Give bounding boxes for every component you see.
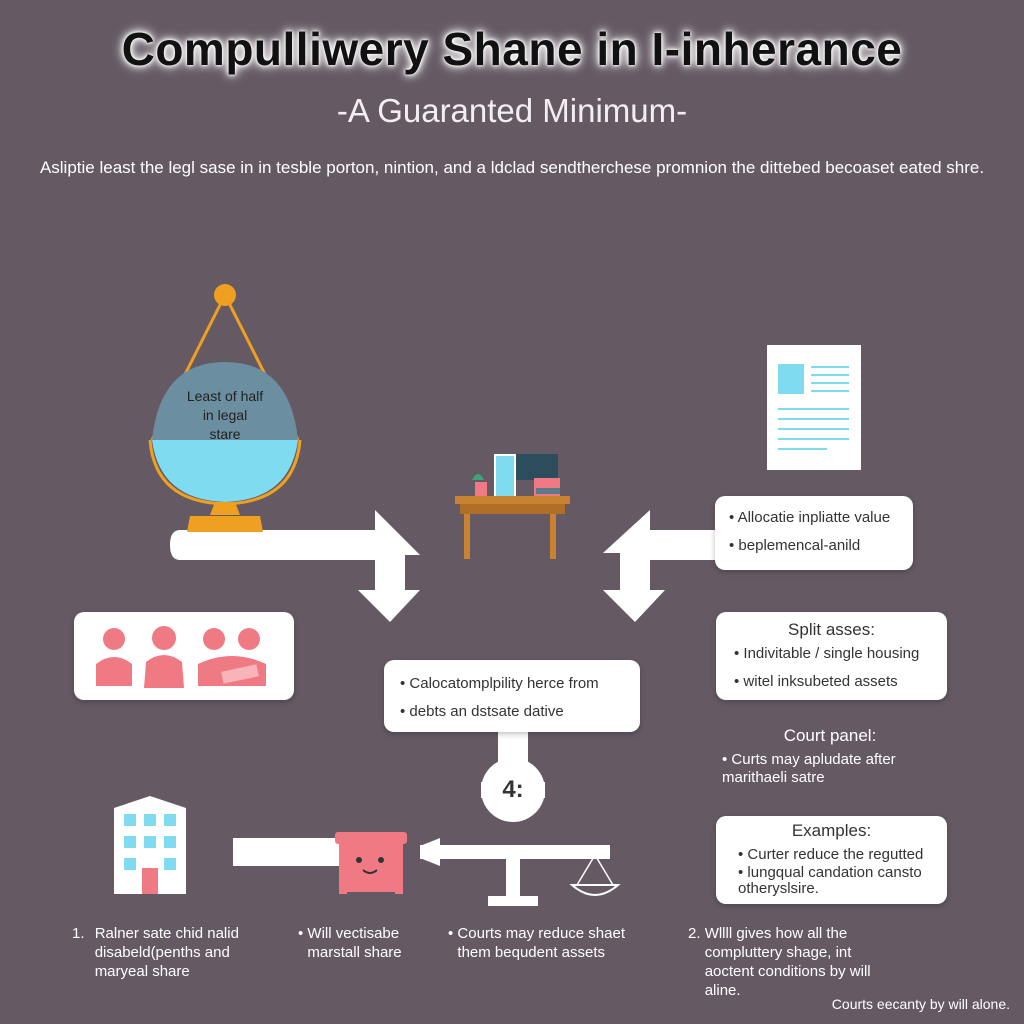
hub-gear [481,758,545,822]
left-arrow [170,510,420,560]
court-panel-item: • Curts may apludate after marithaeli sa… [722,751,896,786]
examples-heading: Examples: [791,821,872,840]
balance-stand [506,858,520,900]
right-down-arrow [603,553,665,622]
left-down-arrow [358,555,420,622]
center-item: Calocatomplpility herce from [400,670,624,698]
court-panel-item-text: Curts may apludate after marithaeli satr… [722,751,896,786]
heirs-icon [96,626,266,688]
examples-card: Examples: Curter reduce the regutted lun… [716,816,947,904]
examples-item: lungqual candation cansto otheryslsire. [738,865,925,897]
split-assets-card: Split asses: Indivitable / single housin… [716,612,947,700]
center-card: Calocatomplpility herce from debts an ds… [384,660,640,732]
footer-col1: 1. Ralner sate chid nalid disabeld(penth… [72,924,272,981]
right-arrow [603,510,720,560]
court-panel-heading: Court panel: [783,726,877,745]
intro-text: Asliptie least the legl sase in in tesbl… [39,158,985,177]
hub-label: 4: [502,776,524,803]
footer-col4: 2. Wllll gives how all the compluttery s… [688,924,888,1000]
footer-col4-number: 2. [688,925,701,942]
scale-label: Least of half in legal stare [160,387,290,444]
footer-col2-text: Will vectisabe marstall share [307,925,402,961]
footer-note: Courts eecanty by will alone. [831,996,1010,1012]
asset-box-icon [335,832,407,894]
balance-base [488,896,538,906]
desk-icon [455,454,570,559]
footer-col3-text: Courts may reduce shaet them bequdent as… [457,925,625,961]
footer-col4-text: Wllll gives how all the compluttery shag… [704,925,871,999]
heirs-card [74,612,294,700]
balance-horn [420,838,440,866]
center-item: debts an dstsate dative [400,698,624,726]
bottom-bar [233,838,343,866]
allocate-item: beplemencal-anild [729,532,899,560]
page-subtitle: -A Guaranted Minimum- [336,92,688,129]
footer-col1-number: 1. [72,925,85,942]
building-icon [114,796,186,894]
split-assets-item: witel inksubeted assets [734,668,929,696]
footer-col1-text: Ralner sate chid nalid disabeld(penths a… [94,925,239,980]
split-assets-heading: Split asses: [788,620,875,639]
scale-bowl-icon [148,284,302,532]
page-title: Compulliwery Shane in I-inherance [121,23,903,75]
balance-pan [569,884,621,896]
examples-item: Curter reduce the regutted [738,845,925,865]
scale-label-line3: stare [209,426,241,442]
footer-col3: • Courts may reduce shaet them bequdent … [448,924,658,962]
allocate-card: Allocatie inpliatte value beplemencal-an… [715,496,913,570]
allocate-item: Allocatie inpliatte value [729,504,899,532]
scale-label-line1: Least of half [186,388,264,404]
scale-label-line2: in legal [202,407,248,423]
document-icon [767,345,861,470]
split-assets-item: Indivitable / single housing [734,640,929,668]
footer-col2: • Will vectisabe marstall share [298,924,428,962]
